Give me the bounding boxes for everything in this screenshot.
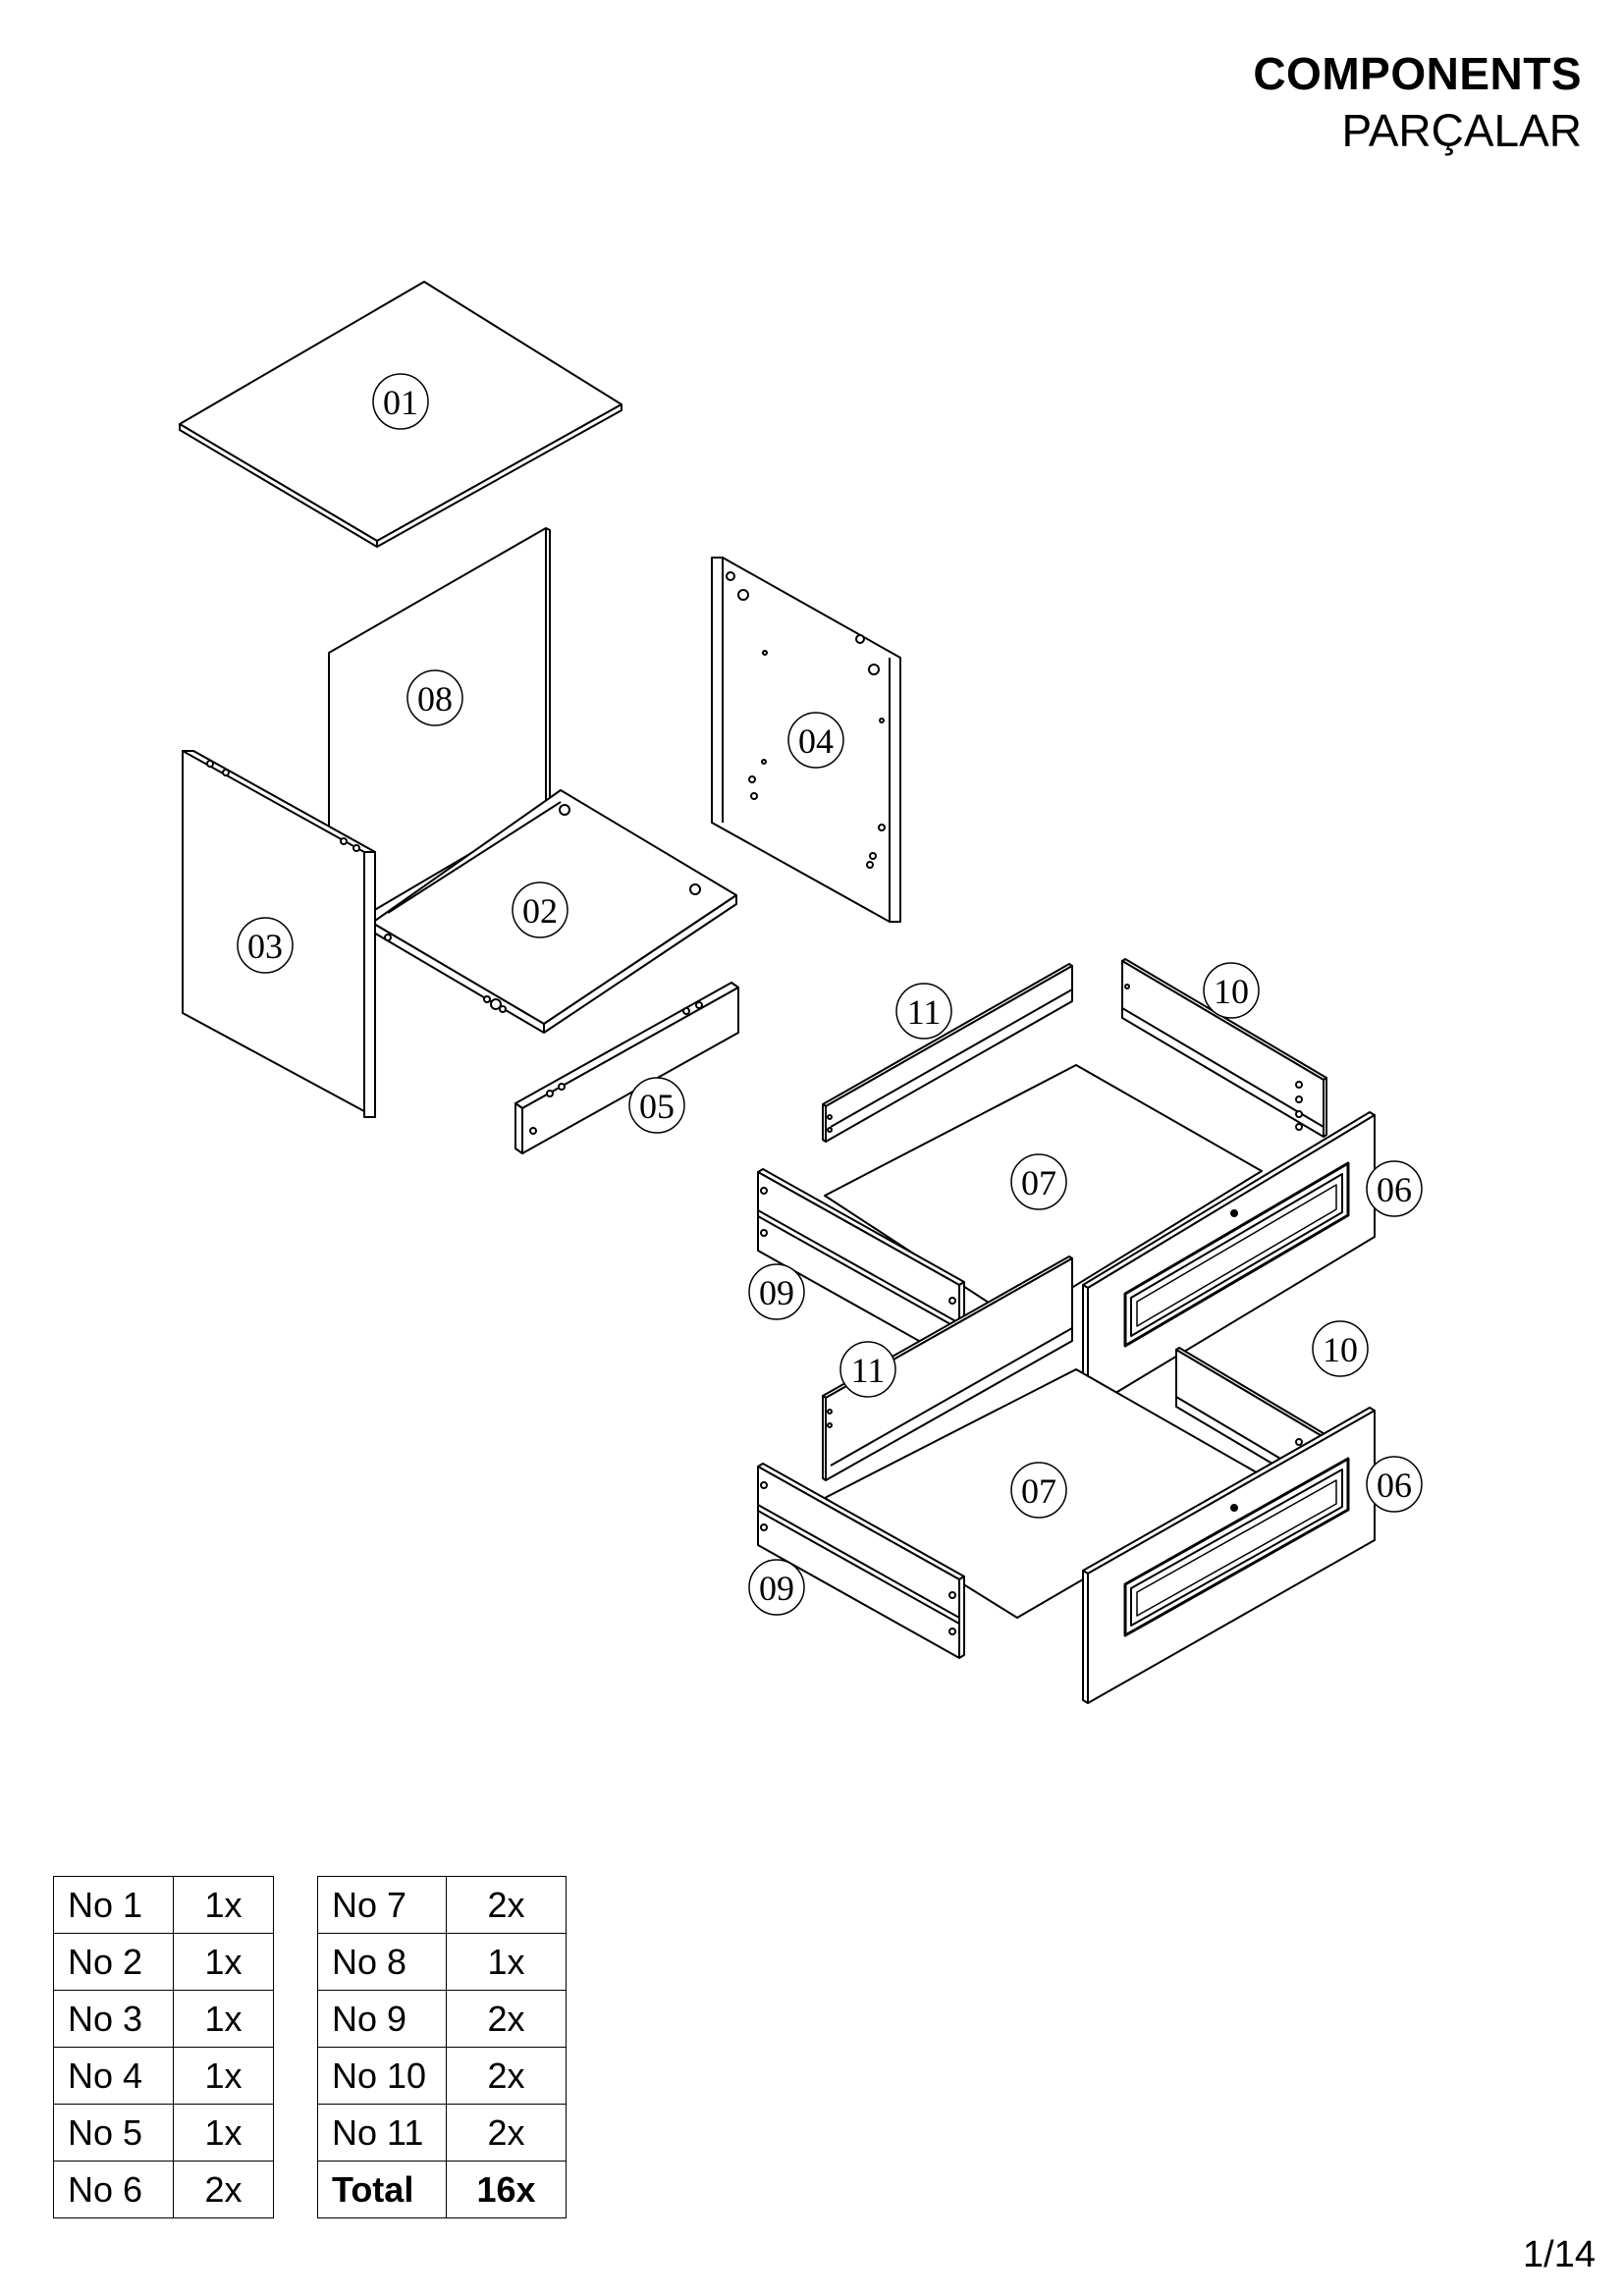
svg-text:03: 03	[247, 927, 283, 966]
parts-quantity-table-left: No 1 1x No 2 1x No 3 1x No 4 1x No 5 1x …	[53, 1876, 274, 2218]
part-number-cell: No 3	[53, 1990, 174, 2048]
quantity-cell: 1x	[173, 1933, 274, 1991]
page-title: COMPONENTS	[1253, 48, 1582, 99]
table-row: No 9 2x	[317, 1990, 567, 2048]
table-row: No 3 1x	[53, 1990, 274, 2048]
svg-text:07: 07	[1021, 1163, 1056, 1202]
callout-06-lower: 06	[1366, 1456, 1423, 1513]
quantity-cell: 2x	[446, 1990, 567, 2048]
table-row: No 11 2x	[317, 2104, 567, 2162]
svg-text:10: 10	[1323, 1330, 1358, 1369]
page-subtitle: PARÇALAR	[1341, 105, 1582, 156]
svg-text:06: 06	[1377, 1466, 1412, 1505]
quantity-cell: 1x	[173, 2104, 274, 2162]
callout-09-upper: 09	[748, 1263, 805, 1320]
quantity-cell: 2x	[446, 2104, 567, 2162]
page-number: 1/14	[1523, 2234, 1596, 2275]
table-row: No 2 1x	[53, 1933, 274, 1991]
callout-01: 01	[372, 373, 429, 430]
quantity-cell: 2x	[446, 2047, 567, 2105]
callout-02: 02	[512, 881, 568, 938]
callout-07-upper: 07	[1010, 1153, 1067, 1210]
total-label: Total	[317, 2161, 447, 2218]
quantity-cell: 1x	[173, 1876, 274, 1934]
svg-text:05: 05	[639, 1087, 675, 1126]
table-row: No 6 2x	[53, 2161, 274, 2218]
callout-05: 05	[628, 1077, 685, 1134]
svg-text:09: 09	[759, 1569, 794, 1608]
callout-06-upper: 06	[1366, 1160, 1423, 1217]
table-row: No 1 1x	[53, 1876, 274, 1934]
part-number-cell: No 2	[53, 1933, 174, 1991]
svg-text:11: 11	[851, 1351, 886, 1390]
quantity-cell: 1x	[446, 1933, 567, 1991]
svg-text:10: 10	[1214, 972, 1249, 1011]
quantity-cell: 1x	[173, 1990, 274, 2048]
table-row: No 7 2x	[317, 1876, 567, 1934]
quantity-cell: 1x	[173, 2047, 274, 2105]
part-05-front-rail	[514, 982, 739, 1154]
callout-04: 04	[787, 712, 844, 769]
part-11-drawer-back-upper	[822, 963, 1073, 1143]
part-06-drawer-front-lower	[1082, 1407, 1376, 1704]
part-09-drawer-side-left-upper	[757, 1168, 965, 1364]
part-09-drawer-side-left-lower	[757, 1463, 965, 1659]
part-number-cell: No 10	[317, 2047, 447, 2105]
callout-10-lower: 10	[1312, 1320, 1369, 1377]
part-number-cell: No 4	[53, 2047, 174, 2105]
exploded-assembly-diagram: 01 08 04 02 03 05 11 10	[179, 281, 1423, 1704]
table-row: No 5 1x	[53, 2104, 274, 2162]
part-number-cell: No 1	[53, 1876, 174, 1934]
svg-text:01: 01	[383, 383, 418, 422]
svg-text:04: 04	[798, 721, 834, 761]
total-quantity: 16x	[446, 2161, 567, 2218]
part-number-cell: No 7	[317, 1876, 447, 1934]
callout-03: 03	[237, 917, 294, 974]
total-row: Total 16x	[317, 2161, 567, 2218]
svg-text:02: 02	[522, 891, 558, 931]
parts-quantity-table-right: No 7 2x No 8 1x No 9 2x No 10 2x No 11 2…	[317, 1876, 567, 2218]
svg-text:11: 11	[907, 992, 942, 1032]
svg-text:06: 06	[1377, 1170, 1412, 1209]
part-number-cell: No 6	[53, 2161, 174, 2218]
quantity-cell: 2x	[173, 2161, 274, 2218]
part-number-cell: No 5	[53, 2104, 174, 2162]
callout-08: 08	[406, 669, 463, 726]
callout-11-upper: 11	[895, 983, 952, 1040]
svg-text:07: 07	[1021, 1471, 1056, 1511]
part-06-drawer-front-upper	[1082, 1111, 1376, 1411]
table-row: No 8 1x	[317, 1933, 567, 1991]
svg-text:08: 08	[417, 679, 453, 719]
part-10-drawer-side-right-upper	[1121, 958, 1327, 1138]
table-row: No 4 1x	[53, 2047, 274, 2105]
quantity-cell: 2x	[446, 1876, 567, 1934]
part-number-cell: No 11	[317, 2104, 447, 2162]
callout-11-lower: 11	[839, 1341, 896, 1398]
svg-text:09: 09	[759, 1273, 794, 1312]
part-number-cell: No 9	[317, 1990, 447, 2048]
callout-09-lower: 09	[748, 1559, 805, 1616]
callout-07-lower: 07	[1010, 1462, 1067, 1519]
callout-10-upper: 10	[1203, 962, 1260, 1019]
part-number-cell: No 8	[317, 1933, 447, 1991]
table-row: No 10 2x	[317, 2047, 567, 2105]
